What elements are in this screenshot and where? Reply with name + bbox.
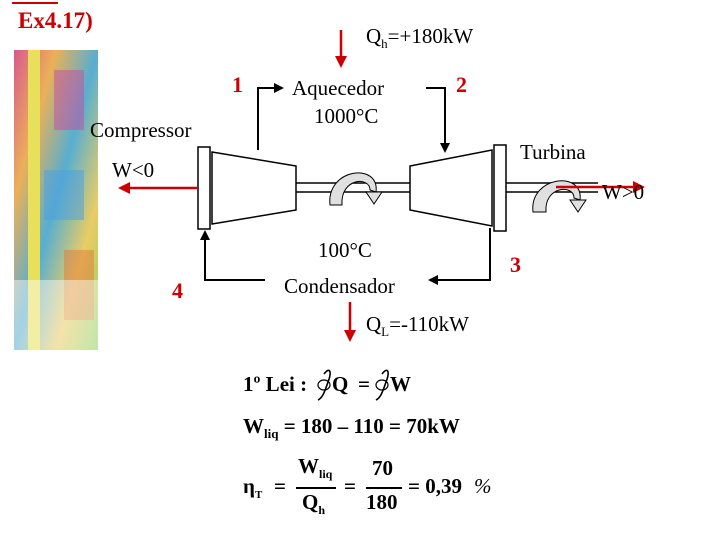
w-in-arrow: [118, 182, 198, 194]
state-4: 4: [172, 278, 183, 303]
ql-label: QL=-110kW: [366, 312, 469, 340]
eta-den-subscript: h: [318, 503, 326, 518]
turbine: [409, 144, 507, 232]
slide-title: Ex4.17): [18, 8, 93, 33]
state-1: 1: [232, 72, 243, 97]
title-underline: [12, 2, 58, 4]
qh-label: Qh=+180kW: [366, 24, 473, 52]
w-in-label: W<0: [112, 158, 155, 182]
pipe-1-to-heater: [257, 87, 275, 150]
w-out-arrow: [556, 181, 645, 193]
arrow-into-compressor: [200, 230, 210, 240]
eta-equals-1: =: [274, 474, 286, 498]
cyclic-integral-right: [375, 369, 389, 401]
eta-numerator: Wliq: [298, 454, 332, 482]
eta-den-symbol: Q: [302, 490, 319, 514]
eta-denominator: Qh: [302, 490, 325, 518]
first-law-equals: =: [358, 372, 370, 396]
eta-symbol: η: [243, 474, 255, 498]
eta-num-subscript: liq: [319, 467, 333, 482]
qh-subscript: h: [381, 36, 388, 52]
eta-numerator-value: 70: [372, 456, 393, 480]
condenser: 100°C Condensador: [272, 236, 428, 302]
heater-name: Aquecedor: [292, 76, 385, 100]
pipe-heater-to-turbine: [426, 87, 446, 145]
wliq-equation: Wliq = 180 – 110 = 70kW: [243, 414, 460, 442]
eta-equals-2: =: [344, 474, 356, 498]
wliq-symbol: W: [243, 414, 264, 438]
shaft-rotation-arrow: [329, 172, 383, 206]
heater-temp: 1000°C: [314, 104, 379, 128]
first-law-q: Q: [332, 372, 349, 396]
turbine-label: Turbina: [520, 140, 586, 164]
w-out-label: W>0: [602, 180, 645, 204]
wliq-expression: = 180 – 110 = 70kW: [283, 414, 460, 438]
compressor: [197, 146, 297, 230]
qh-arrow: [335, 30, 347, 68]
eta-symbol-group: ηT: [243, 474, 262, 501]
output-rotation-arrow: [532, 180, 587, 213]
condenser-temp: 100°C: [318, 238, 372, 262]
shaft: [296, 182, 410, 193]
ql-arrow: [344, 300, 356, 342]
decorative-strip: [14, 50, 98, 350]
arrow-into-condenser: [428, 275, 438, 285]
compressor-label: Compressor: [90, 118, 192, 142]
condenser-name: Condensador: [284, 274, 395, 298]
first-law-w: W: [390, 372, 411, 396]
arrow-into-turbine: [440, 143, 450, 153]
heater: Aquecedor 1000°C: [284, 70, 426, 130]
eta-num-symbol: W: [298, 454, 319, 478]
eta-result: = 0,39: [408, 474, 462, 498]
state-2: 2: [456, 72, 467, 97]
pipe-turbine-to-condenser: [436, 228, 491, 281]
qh-value: =+180kW: [387, 24, 474, 48]
eta-percent: %: [474, 474, 492, 498]
state-3: 3: [510, 252, 521, 277]
wliq-subscript: liq: [264, 426, 279, 442]
ql-value: =-110kW: [389, 312, 470, 336]
eta-denominator-value: 180: [366, 490, 398, 514]
ql-symbol: Q: [366, 312, 382, 336]
qh-symbol: Q: [366, 24, 382, 48]
cyclic-integral-left: [317, 369, 331, 401]
eta-subscript: T: [254, 489, 263, 502]
arrow-into-heater: [274, 83, 284, 93]
first-law-label: 1º Lei :: [243, 372, 308, 396]
ql-subscript: L: [381, 324, 390, 340]
pipe-condenser-to-compressor: [204, 238, 265, 281]
